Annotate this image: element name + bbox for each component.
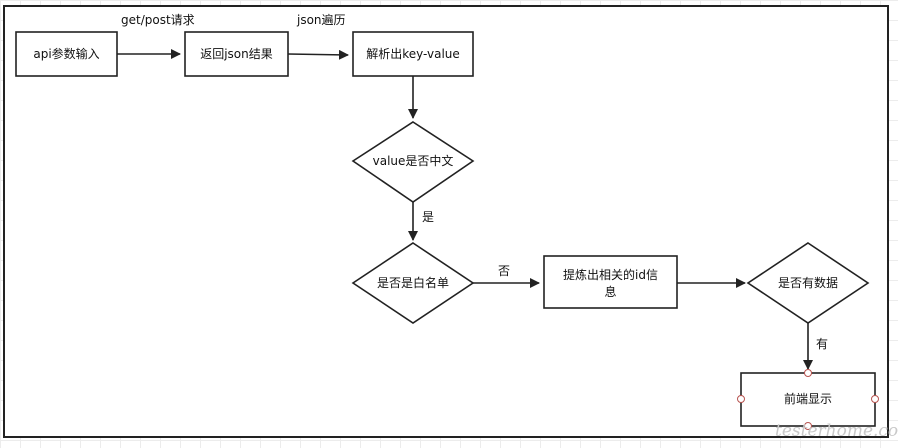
resize-handle-left[interactable]: [737, 395, 745, 403]
node-frontend-display-label: 前端显示: [784, 391, 832, 406]
node-return-json[interactable]: 返回json结果: [184, 31, 289, 77]
node-has-data[interactable]: 是否有数据: [746, 242, 870, 324]
node-is-whitelist-label: 是否是白名单: [377, 275, 449, 290]
node-api-input-label: api参数输入: [33, 46, 99, 61]
node-has-data-label: 是否有数据: [778, 275, 838, 290]
edge-label-json-traverse: json遍历: [296, 13, 346, 27]
watermark: testerhome.com: [775, 421, 898, 441]
node-extract-id-info-line2: 息: [604, 284, 616, 299]
edge-label-get-post: get/post请求: [121, 13, 195, 27]
edge-label-yes: 是: [422, 210, 434, 224]
node-parse-key-value[interactable]: 解析出key-value: [352, 31, 474, 77]
edge-label-no: 否: [498, 264, 510, 278]
edge-return-to-parse[interactable]: [287, 49, 349, 60]
node-is-whitelist[interactable]: 是否是白名单: [351, 242, 475, 324]
node-extract-id-info-line1: 提炼出相关的id信: [563, 267, 658, 282]
resize-handle-bottom[interactable]: [804, 422, 812, 430]
edge-label-has: 有: [816, 337, 828, 351]
node-extract-id-info[interactable]: 提炼出相关的id信 息: [543, 255, 678, 309]
node-parse-key-value-label: 解析出key-value: [366, 47, 460, 61]
node-is-chinese[interactable]: value是否中文: [351, 121, 475, 203]
resize-handle-right[interactable]: [871, 395, 879, 403]
node-api-input[interactable]: api参数输入: [15, 31, 118, 77]
node-return-json-label: 返回json结果: [200, 47, 273, 61]
node-frontend-display[interactable]: 前端显示: [737, 369, 879, 430]
canvas-frame: [3, 5, 889, 438]
node-is-chinese-label: value是否中文: [373, 153, 454, 168]
resize-handle-top[interactable]: [804, 369, 812, 377]
